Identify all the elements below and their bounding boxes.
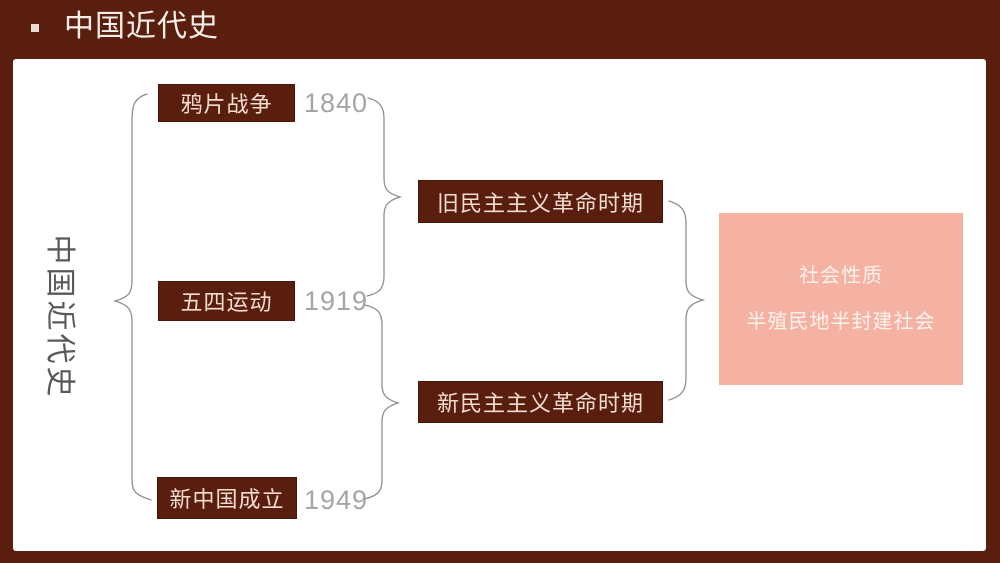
year-label-1840: 1840	[304, 87, 369, 118]
result-box-social-nature: 社会性质 半殖民地半封建社会	[719, 213, 963, 385]
event-box-may-fourth: 五四运动	[158, 281, 295, 321]
year-label-1949: 1949	[304, 484, 369, 515]
period-box-new-democratic: 新民主主义革命时期	[418, 381, 663, 423]
event-box-prc-founding: 新中国成立	[157, 477, 297, 519]
event-box-opium-war: 鸦片战争	[158, 84, 295, 122]
result-line-title: 社会性质	[799, 265, 883, 287]
year-label-1919: 1919	[304, 285, 369, 316]
root-vertical-label: 中国近代史	[43, 234, 76, 400]
period-box-old-democratic: 旧民主主义革命时期	[418, 180, 663, 223]
result-line-description: 半殖民地半封建社会	[746, 311, 936, 333]
title-bullet-icon	[31, 24, 39, 32]
page-title: 中国近代史	[64, 10, 219, 43]
